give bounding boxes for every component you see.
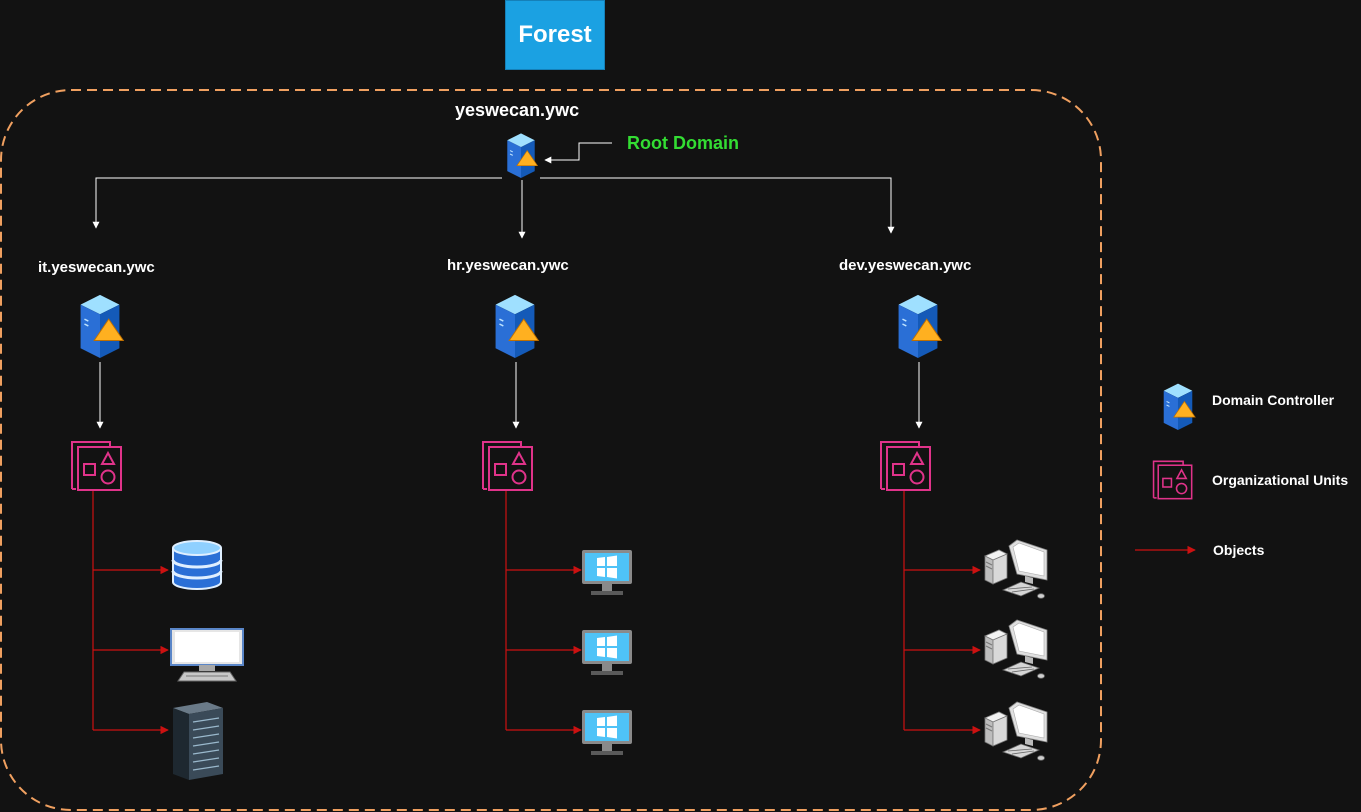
dc-to-ou-connectors — [96, 362, 923, 429]
legend-organizational-unit-icon — [1152, 460, 1193, 500]
database-icon — [171, 540, 223, 590]
windows-pc-icon — [582, 630, 632, 675]
windows-pc-icon — [582, 710, 632, 755]
hr-organizational-unit-icon — [482, 441, 533, 491]
desktop-computer-icon — [984, 701, 1048, 761]
hr-domain-name: hr.yeswecan.ywc — [447, 257, 569, 274]
forest-label: Forest — [518, 21, 592, 48]
server-rack-icon — [172, 701, 224, 780]
root-domain-pointer — [544, 142, 612, 164]
legend-objects-label: Objects — [1213, 542, 1265, 558]
it-organizational-unit-icon — [71, 441, 122, 491]
hr-domain-controller-icon — [494, 294, 540, 358]
root-connectors — [92, 177, 895, 239]
it-domain-controller-icon — [79, 294, 125, 358]
dev-domain-name: dev.yeswecan.ywc — [839, 257, 972, 274]
monitor-icon — [170, 628, 244, 682]
dev-organizational-unit-icon — [880, 441, 931, 491]
root-domain-controller-icon — [506, 132, 539, 178]
desktop-computer-icon — [984, 619, 1048, 679]
legend-organizational-units-label: Organizational Units — [1212, 472, 1349, 488]
forest-boundary — [0, 89, 1102, 811]
root-domain-name: yeswecan.ywc — [455, 100, 580, 120]
legend-domain-controller-label: Domain Controller — [1212, 392, 1335, 408]
root-domain-tag: Root Domain — [627, 133, 739, 153]
it-domain-name: it.yeswecan.ywc — [38, 259, 155, 276]
forest-label-box: Forest — [505, 0, 605, 70]
windows-pc-icon — [582, 550, 632, 595]
dev-domain-controller-icon — [897, 294, 943, 358]
desktop-computer-icon — [984, 539, 1048, 599]
legend-domain-controller-icon — [1163, 382, 1196, 430]
ou-to-object-connectors — [92, 491, 981, 735]
